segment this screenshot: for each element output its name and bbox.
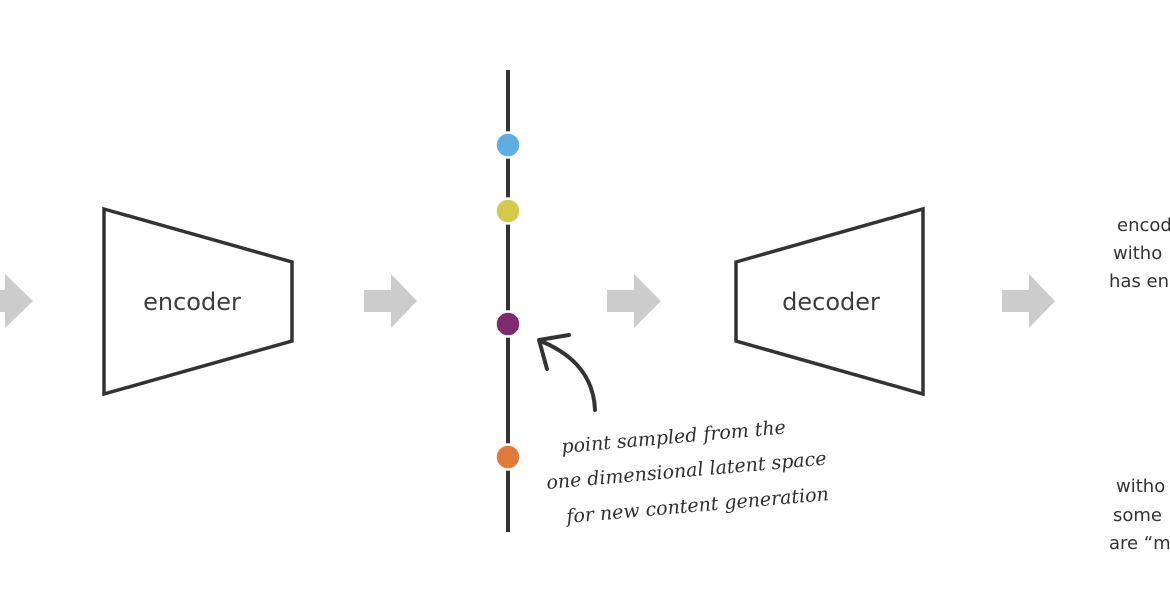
latent-point-orange: [494, 443, 522, 471]
right-note-top-1: encod: [1117, 215, 1170, 236]
flow-arrow-decoder-to-output: [1002, 274, 1055, 328]
latent-point-purple: [494, 310, 522, 338]
decoder-trapezoid: [734, 206, 925, 397]
right-note-bottom-1: witho: [1116, 476, 1165, 497]
annotation-pointer-head: [537, 333, 571, 371]
flow-arrow-encoder-to-latent: [364, 274, 417, 328]
right-notes-bottom: witho some are “m: [1109, 476, 1170, 554]
right-note-bottom-3: are “m: [1109, 533, 1170, 554]
encoder-trapezoid: [102, 206, 294, 397]
flow-arrow-left-edge: [0, 274, 33, 328]
annotation-line-1: point sampled from the: [561, 416, 787, 458]
latent-point-yellow: [494, 197, 522, 225]
right-note-top-3: has en: [1109, 271, 1169, 292]
latent-point-blue: [494, 131, 522, 159]
right-notes-top: encod witho has en: [1109, 215, 1170, 292]
decoder-label: decoder: [782, 288, 880, 316]
right-note-bottom-2: some: [1113, 505, 1162, 526]
annotation-line-3: for new content generation: [564, 483, 830, 528]
encoder-label: encoder: [143, 288, 241, 316]
annotation-pointer-curve: [541, 340, 597, 412]
right-note-top-2: witho: [1113, 243, 1162, 264]
flow-arrow-latent-to-decoder: [607, 274, 661, 328]
annotation-text: point sampled from the one dimensional l…: [546, 416, 830, 528]
